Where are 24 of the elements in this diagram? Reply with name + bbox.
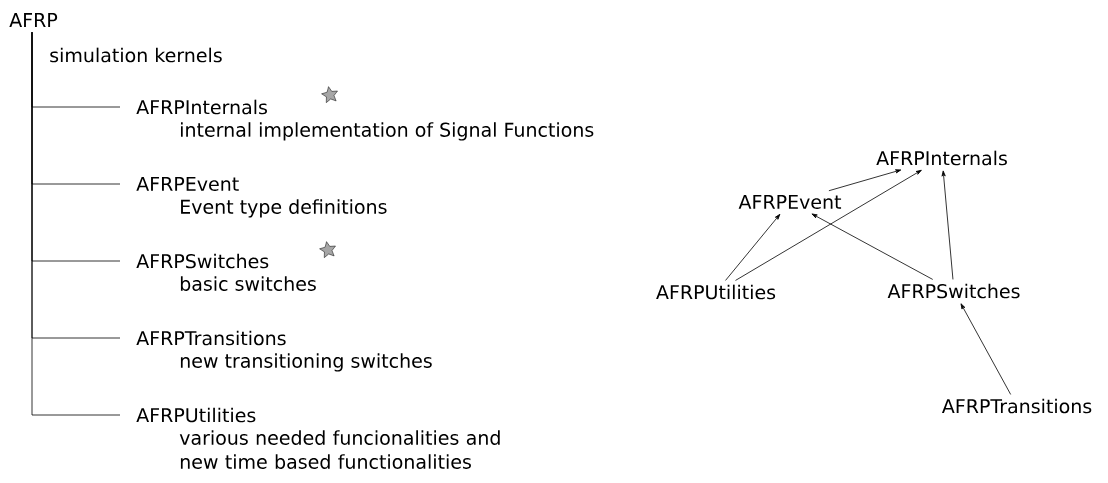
arrow — [828, 169, 902, 192]
arrow — [960, 303, 1012, 395]
module-name: AFRPEvent — [738, 194, 842, 210]
module-description: various needed funcionalities and new time based functionalities — [179, 430, 500, 469]
module-description: basic switches — [180, 276, 316, 291]
arrow — [735, 169, 922, 281]
module-name: AFRPInternals — [876, 150, 1007, 166]
module-name: AFRPTransitions — [136, 330, 286, 346]
arrow — [725, 213, 781, 281]
module-description: new transitioning switches — [180, 353, 432, 372]
arrow — [941, 170, 954, 280]
module-description: internal implementation of Signal Functions — [181, 122, 594, 141]
module-name: AFRPEvent — [136, 176, 239, 192]
tree-branch-line — [31, 31, 121, 416]
module-name: AFRPSwitches — [136, 253, 269, 269]
section-label: simulation kernels — [50, 47, 222, 63]
module-description: Event type definitions — [181, 199, 387, 218]
arrow — [811, 213, 934, 280]
module-name: AFRPUtilities — [136, 407, 256, 423]
module-name: AFRPInternals — [136, 99, 267, 115]
module-name: AFRPSwitches — [887, 283, 1020, 299]
module-name: AFRPUtilities — [656, 284, 776, 300]
root-label: AFRP — [9, 13, 58, 27]
module-name: AFRPTransitions — [941, 398, 1092, 414]
